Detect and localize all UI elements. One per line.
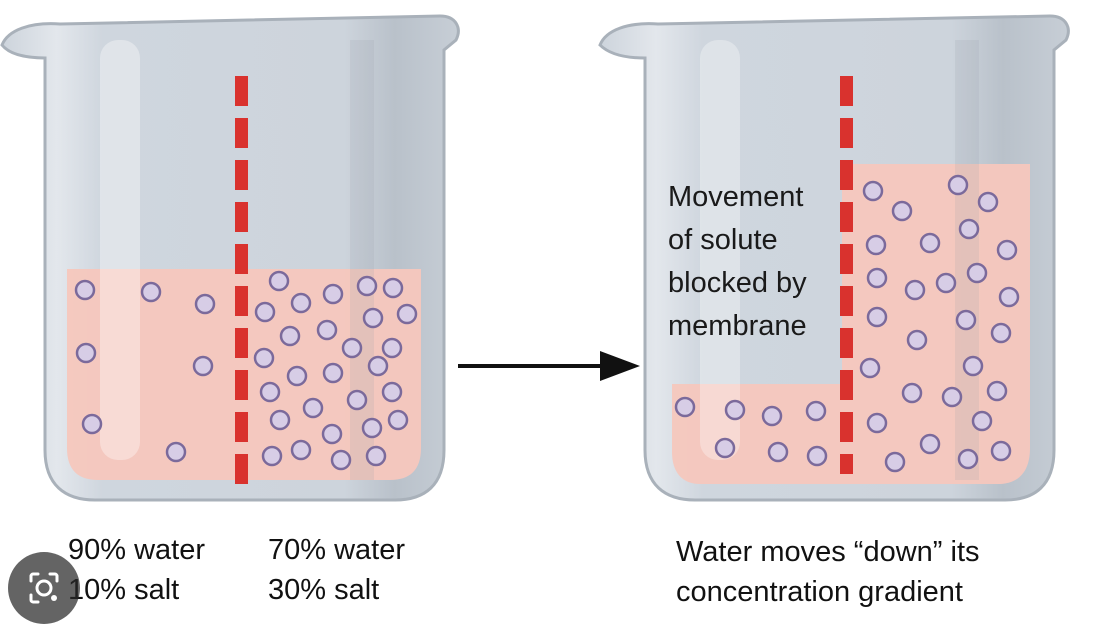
left-side-caption-line1: 90% water: [68, 530, 205, 570]
left-beaker-highlight: [100, 40, 140, 460]
membrane-note: Movement of solute blocked by membrane: [668, 176, 807, 348]
membrane-note-line1: Movement: [668, 176, 807, 219]
left-beaker: [2, 16, 458, 500]
membrane-note-line4: membrane: [668, 305, 807, 348]
right-side-caption: 70% water 30% salt: [268, 530, 405, 610]
right-side-caption-line2: 30% salt: [268, 570, 405, 610]
result-caption: Water moves “down” its concentration gra…: [676, 532, 980, 612]
left-side-caption: 90% water 10% salt: [68, 530, 205, 610]
lens-icon-glyph: [23, 567, 65, 609]
membrane-note-line3: blocked by: [668, 262, 807, 305]
right-side-caption-line1: 70% water: [268, 530, 405, 570]
right-arrow-icon: [458, 351, 640, 381]
membrane-note-line2: of solute: [668, 219, 807, 262]
lens-icon[interactable]: [8, 552, 80, 624]
left-beaker-shadow: [350, 40, 374, 480]
right-beaker-solution-left: [672, 384, 842, 484]
result-caption-line1: Water moves “down” its: [676, 532, 980, 572]
left-side-caption-line2: 10% salt: [68, 570, 205, 610]
result-caption-line2: concentration gradient: [676, 572, 980, 612]
